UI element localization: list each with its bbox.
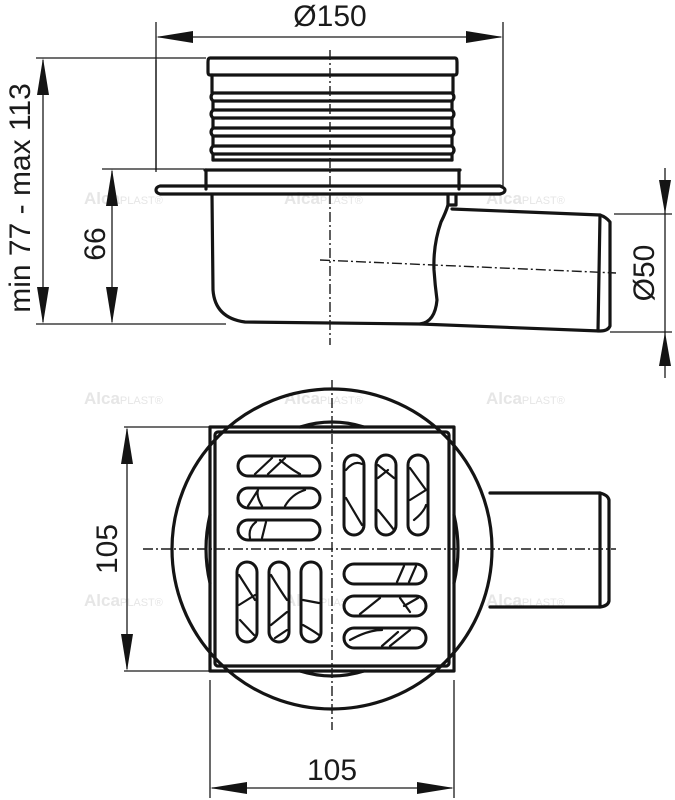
watermark: AlcaPLAST® xyxy=(486,389,565,408)
dimension-label: 66 xyxy=(79,227,112,260)
dimension-label: 105 xyxy=(307,754,357,787)
dimension-label: 105 xyxy=(91,524,124,574)
grate-slots-bottom-left xyxy=(235,560,323,644)
centerline-outlet xyxy=(319,259,617,274)
grate-slots-top-right xyxy=(342,453,430,537)
dimension-outlet-diameter: Ø50 xyxy=(610,168,672,378)
top-view: 105 105 xyxy=(91,380,616,798)
drain-flange xyxy=(154,184,507,196)
watermark: AlcaPLAST® xyxy=(84,389,163,408)
dimension-body-height: 66 xyxy=(79,168,204,324)
grate-slots-top-left xyxy=(236,454,322,542)
watermark: AlcaPLAST® xyxy=(486,189,565,208)
outlet-plan xyxy=(488,491,611,609)
dimension-grate-height: 105 xyxy=(91,426,210,672)
watermark: AlcaPLAST® xyxy=(84,591,163,610)
riser-top-ring xyxy=(203,56,462,191)
grate-slots-bottom-right xyxy=(342,562,428,650)
watermark-group: AlcaPLAST® AlcaPLAST® AlcaPLAST® AlcaPLA… xyxy=(84,189,565,610)
dimension-height-range: min 77 - max 113 xyxy=(4,57,226,325)
drain-body xyxy=(210,193,458,326)
dimension-label: min 77 - max 113 xyxy=(4,83,37,313)
watermark: AlcaPLAST® xyxy=(84,189,163,208)
side-view: Ø150 min 77 - max 113 66 Ø50 xyxy=(4,0,672,378)
drain-outlet xyxy=(418,207,612,333)
watermark: AlcaPLAST® xyxy=(284,189,363,208)
dimension-label: Ø150 xyxy=(293,0,366,33)
dimension-grate-width: 105 xyxy=(209,680,455,798)
dimension-label: Ø50 xyxy=(628,245,661,302)
